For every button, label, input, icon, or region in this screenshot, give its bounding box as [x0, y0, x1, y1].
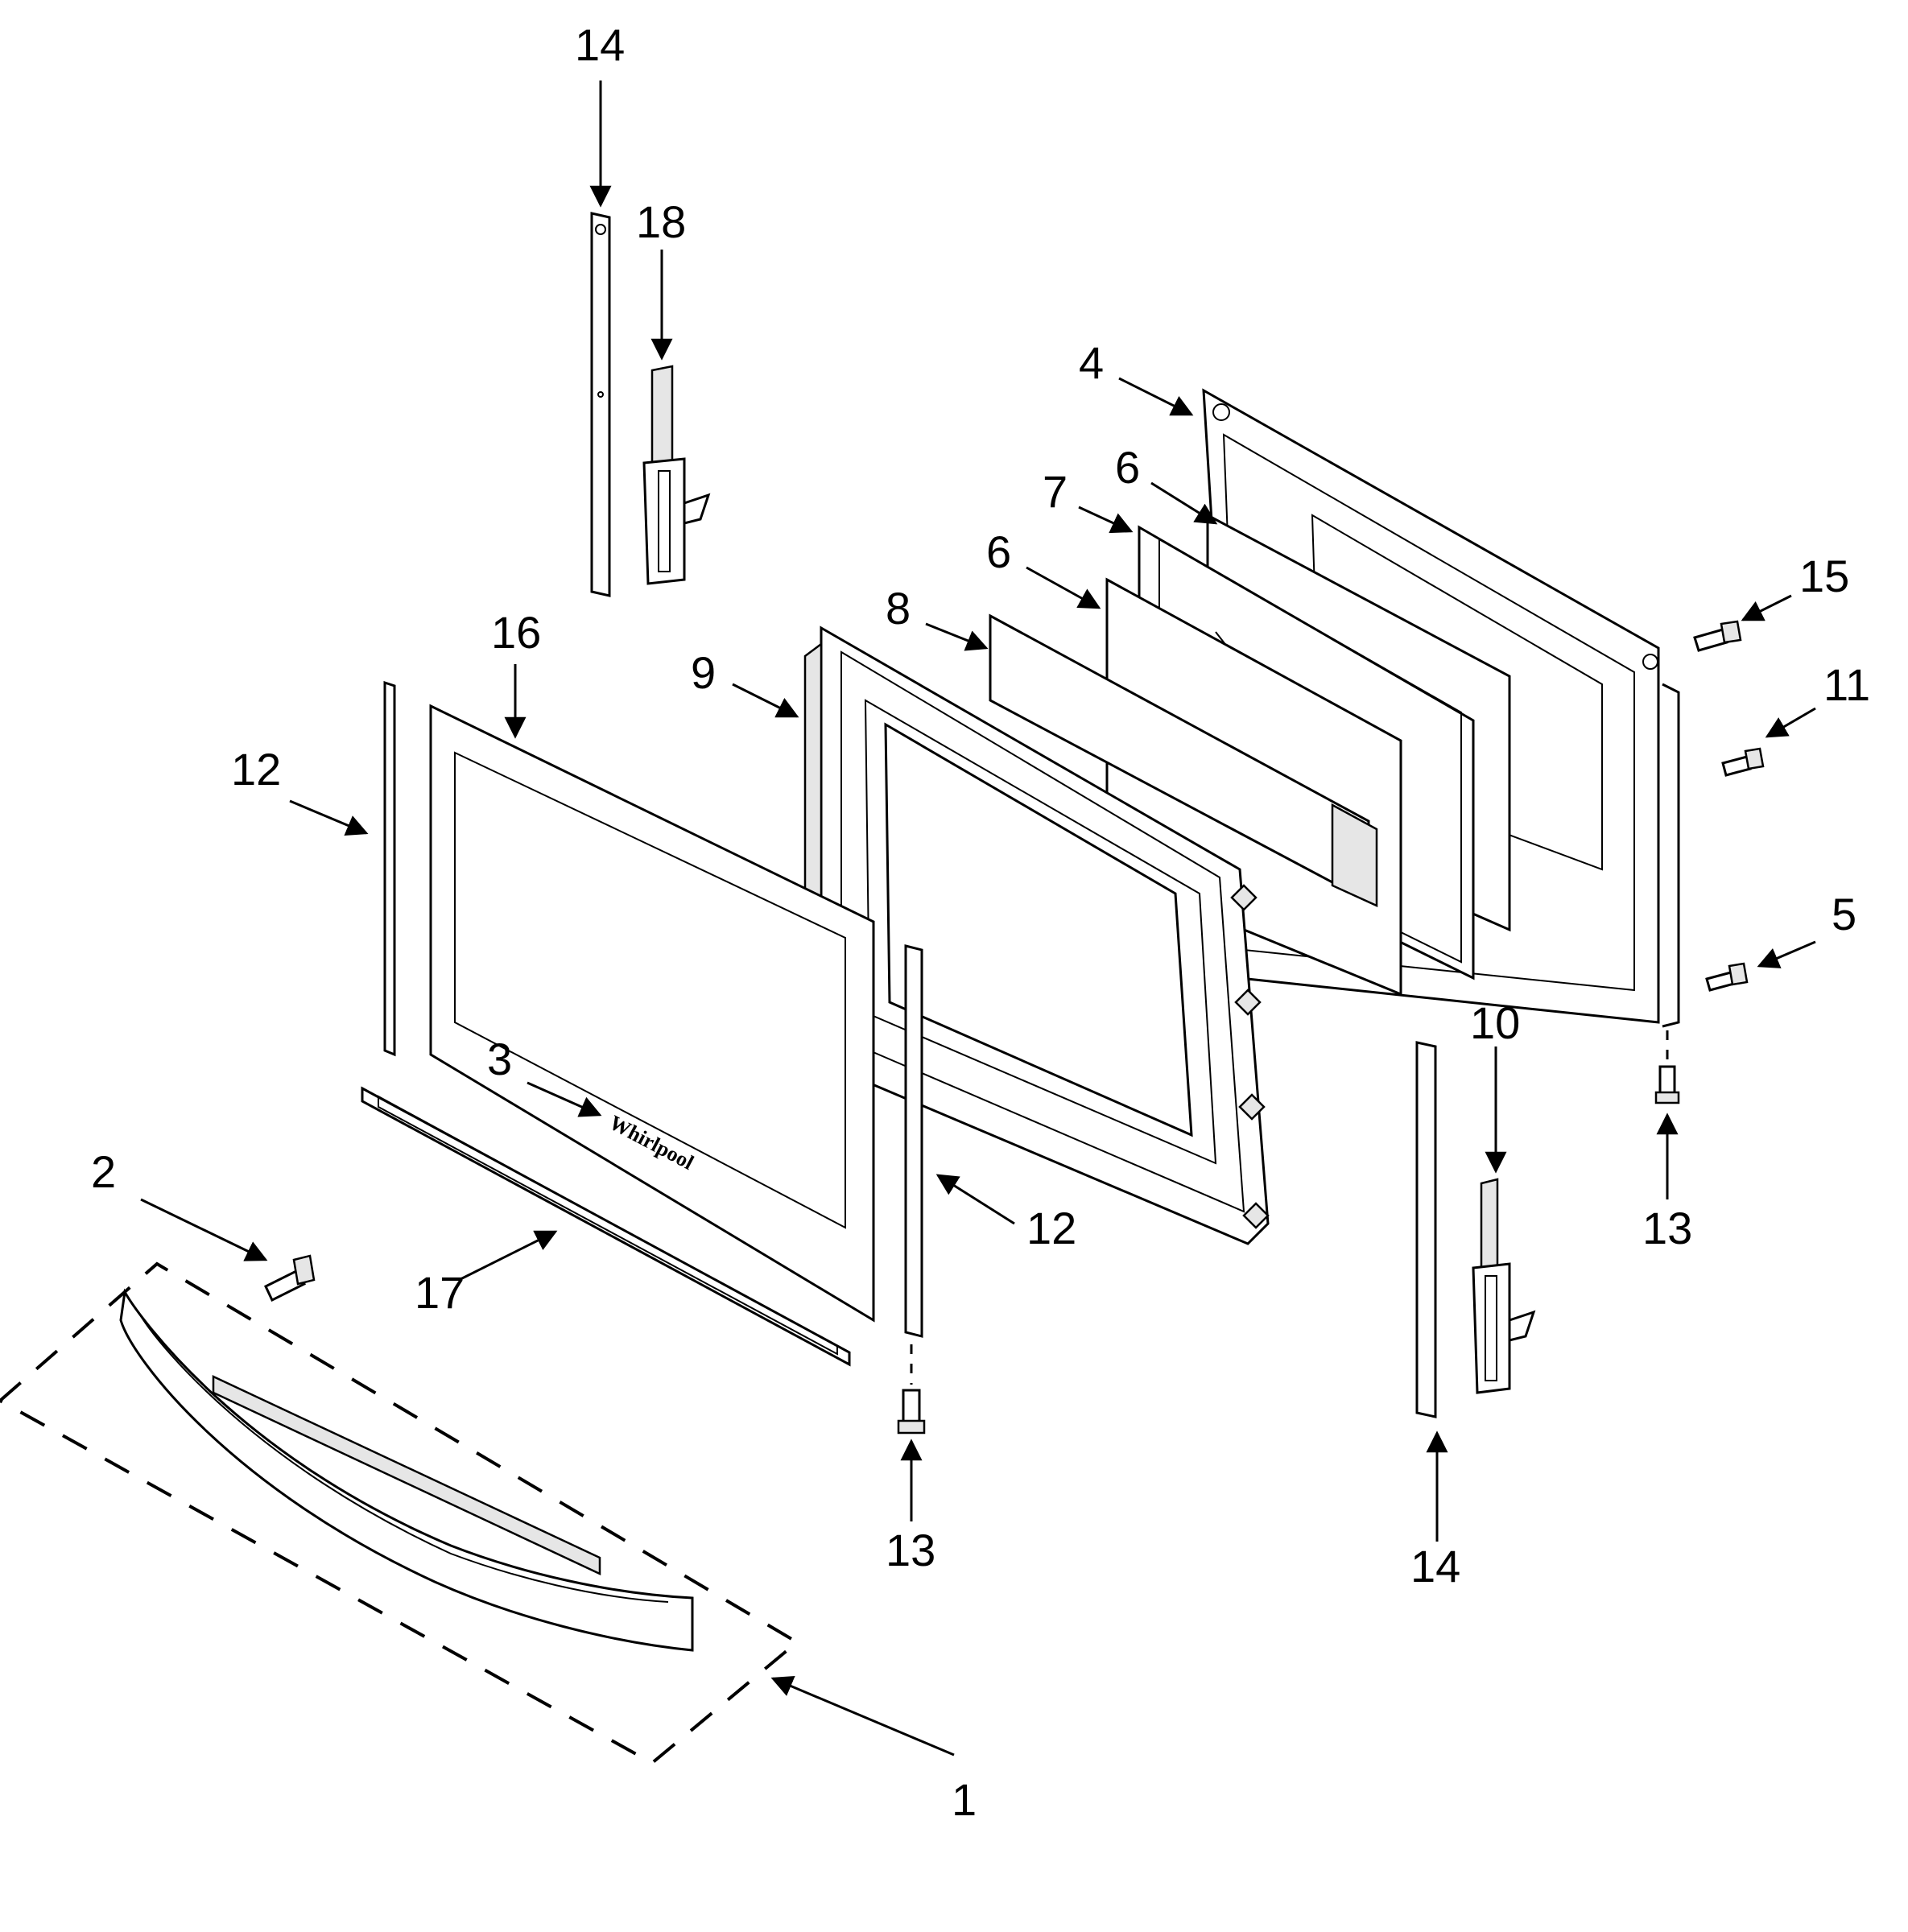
callout-14-top: 14 [575, 19, 625, 70]
side-trim-left [383, 680, 396, 1057]
callout-6-rear: 6 [1115, 442, 1140, 493]
leader-arrows [140, 80, 1816, 1757]
screw-part-13-left [897, 1344, 926, 1435]
hinge-channel-right [1415, 1041, 1437, 1418]
callout-9: 9 [691, 647, 716, 698]
screw-part-5 [1705, 962, 1749, 992]
callout-13-left: 13 [886, 1525, 935, 1575]
callout-14-bottom: 14 [1410, 1541, 1460, 1591]
callout-7: 7 [1043, 466, 1068, 517]
callout-5: 5 [1832, 889, 1856, 939]
door-liner-frame [803, 625, 1270, 1245]
screw-part-11 [1721, 747, 1765, 777]
handle-assembly-dashed-outline [0, 1261, 800, 1765]
callout-4: 4 [1079, 337, 1104, 388]
outer-door-frame: Whirlpool [429, 704, 875, 1323]
callout-2: 2 [91, 1146, 116, 1197]
callout-6-front: 6 [986, 526, 1011, 577]
callout-15: 15 [1799, 551, 1849, 601]
hinge-right [1472, 1178, 1536, 1394]
callout-13-right: 13 [1642, 1203, 1692, 1253]
hinge-channel-left [590, 212, 611, 597]
callout-8: 8 [886, 583, 911, 634]
callout-12-left: 12 [231, 744, 281, 795]
hinge-left [642, 365, 711, 585]
callout-16: 16 [491, 607, 541, 658]
callout-12-right: 12 [1026, 1203, 1076, 1253]
callout-labels: 14 18 4 6 7 6 8 9 16 12 15 11 5 3 12 17 … [91, 19, 1870, 1825]
side-trim-right [904, 944, 923, 1338]
callout-17: 17 [415, 1267, 465, 1318]
screw-part-15 [1693, 620, 1742, 652]
screw-part-13-right [1654, 1030, 1680, 1104]
screw-part-2 [264, 1254, 316, 1302]
door-vent-bracket [361, 1086, 851, 1367]
callout-10: 10 [1470, 997, 1520, 1048]
callout-1: 1 [952, 1774, 977, 1825]
callout-3: 3 [487, 1034, 512, 1084]
callout-11: 11 [1823, 659, 1870, 710]
door-handle [119, 1288, 694, 1652]
callout-18: 18 [636, 196, 686, 247]
insulation-block [989, 613, 1378, 907]
